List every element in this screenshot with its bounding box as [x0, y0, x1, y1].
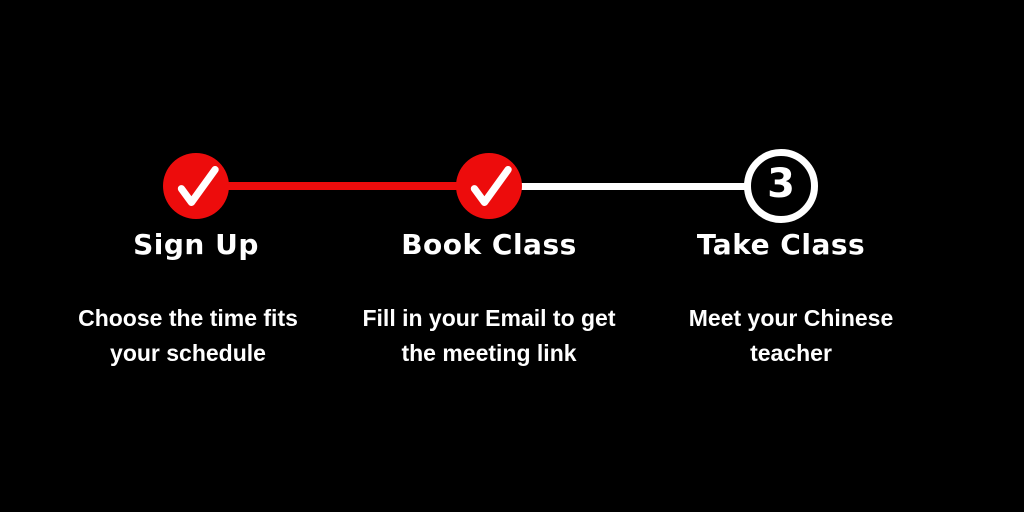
- step-2-description-line-2: the meeting link: [401, 340, 577, 366]
- step-3-description-line-1: Meet your Chinese: [688, 305, 894, 331]
- step-3-description-line-2: teacher: [750, 340, 832, 366]
- step-1-title: Sign Up: [133, 228, 259, 261]
- step-2-description: Fill in your Email to get the meeting li…: [329, 301, 649, 371]
- step-3-number: 3: [767, 161, 795, 207]
- step-1-description-line-2: your schedule: [110, 340, 266, 366]
- check-icon: [177, 166, 219, 206]
- check-icon: [470, 166, 512, 206]
- step-3-title: Take Class: [696, 228, 866, 261]
- step-3-marker: 3: [744, 149, 818, 223]
- step-2-title: Book Class: [401, 228, 577, 261]
- step-1-marker: [163, 153, 229, 219]
- step-2-description-line-1: Fill in your Email to get: [362, 305, 616, 331]
- connector-line-completed: [196, 182, 489, 190]
- connector-line-upcoming: [489, 183, 781, 190]
- step-1-description: Choose the time fits your schedule: [28, 301, 348, 371]
- step-2-marker: [456, 153, 522, 219]
- step-1-description-line-1: Choose the time fits: [78, 305, 298, 331]
- step-3-description: Meet your Chinese teacher: [631, 301, 951, 371]
